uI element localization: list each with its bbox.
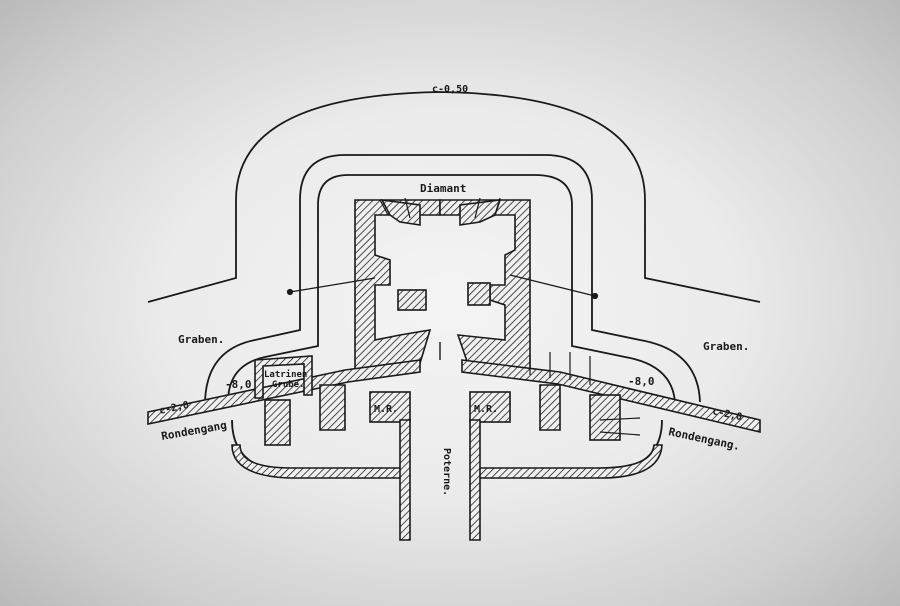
poterne-wall-right	[469, 419, 481, 541]
fort-wall-left	[354, 199, 441, 371]
mr-right-label: M.R.	[474, 404, 498, 415]
fort-block-left	[397, 289, 427, 311]
glacis-outline	[147, 91, 761, 303]
graben-right-label: Graben.	[703, 340, 749, 353]
latrine-wall	[254, 355, 313, 399]
casemate-right	[539, 384, 561, 431]
latrine-label-1: Latrinen	[264, 369, 307, 380]
mr-left-label: M.R.	[374, 404, 398, 415]
glacis-level-label: c-0,50	[432, 84, 468, 95]
mr-room-left	[369, 391, 411, 423]
depth-right-label: -8,0	[628, 375, 655, 388]
gallery-wall-right	[471, 444, 663, 479]
graben-left-label: Graben.	[178, 333, 224, 346]
rondengang-right-label: Rondengang.	[667, 425, 741, 453]
fort-block-right	[467, 282, 491, 306]
latrine-label-2: Grube.	[272, 380, 305, 390]
escarp-outline	[227, 174, 676, 403]
diamant-label: Diamant	[420, 182, 466, 195]
poterne-wall-left	[399, 419, 411, 541]
counterscarp-outline	[204, 154, 701, 406]
rondengang-left-label: Rondengang	[160, 419, 227, 443]
gallery-wall-left	[231, 444, 409, 479]
poterne-label: Poterne.	[441, 448, 452, 496]
casemate-left	[319, 384, 346, 431]
depth-left-label: -8,0	[225, 378, 252, 391]
mr-room-right	[469, 391, 511, 423]
rondengang-wall-left	[147, 359, 421, 425]
diamant-wall	[380, 199, 502, 226]
caponier-left	[264, 399, 291, 446]
